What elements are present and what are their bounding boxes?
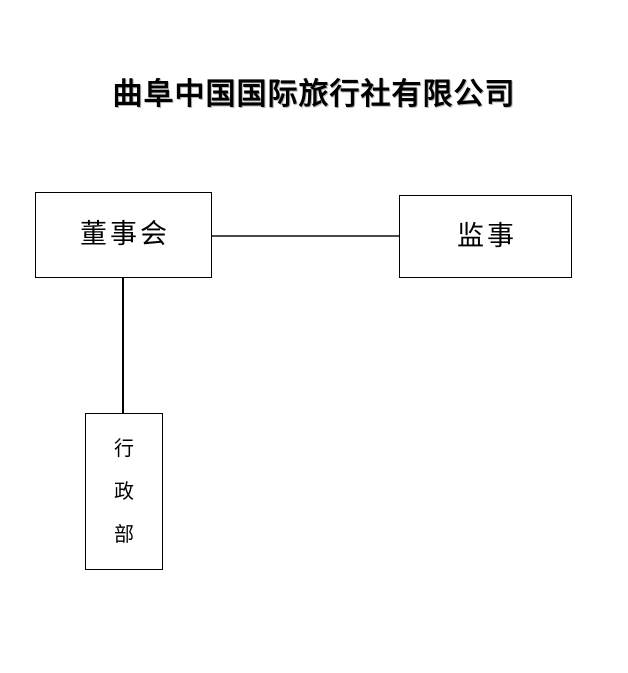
org-node-supervisor[interactable]: 监事 <box>399 195 572 278</box>
org-node-admin[interactable]: 行 政 部 <box>85 413 163 570</box>
org-node-admin-label: 行 政 部 <box>114 436 134 546</box>
connector-board-to-admin <box>122 276 124 414</box>
org-node-board[interactable]: 董事会 <box>35 192 212 278</box>
page-title: 曲阜中国国际旅行社有限公司 <box>112 77 516 112</box>
connector-board-to-supervisor <box>211 235 400 237</box>
org-node-board-label: 董事会 <box>80 219 170 251</box>
org-node-supervisor-label: 监事 <box>457 220 517 252</box>
